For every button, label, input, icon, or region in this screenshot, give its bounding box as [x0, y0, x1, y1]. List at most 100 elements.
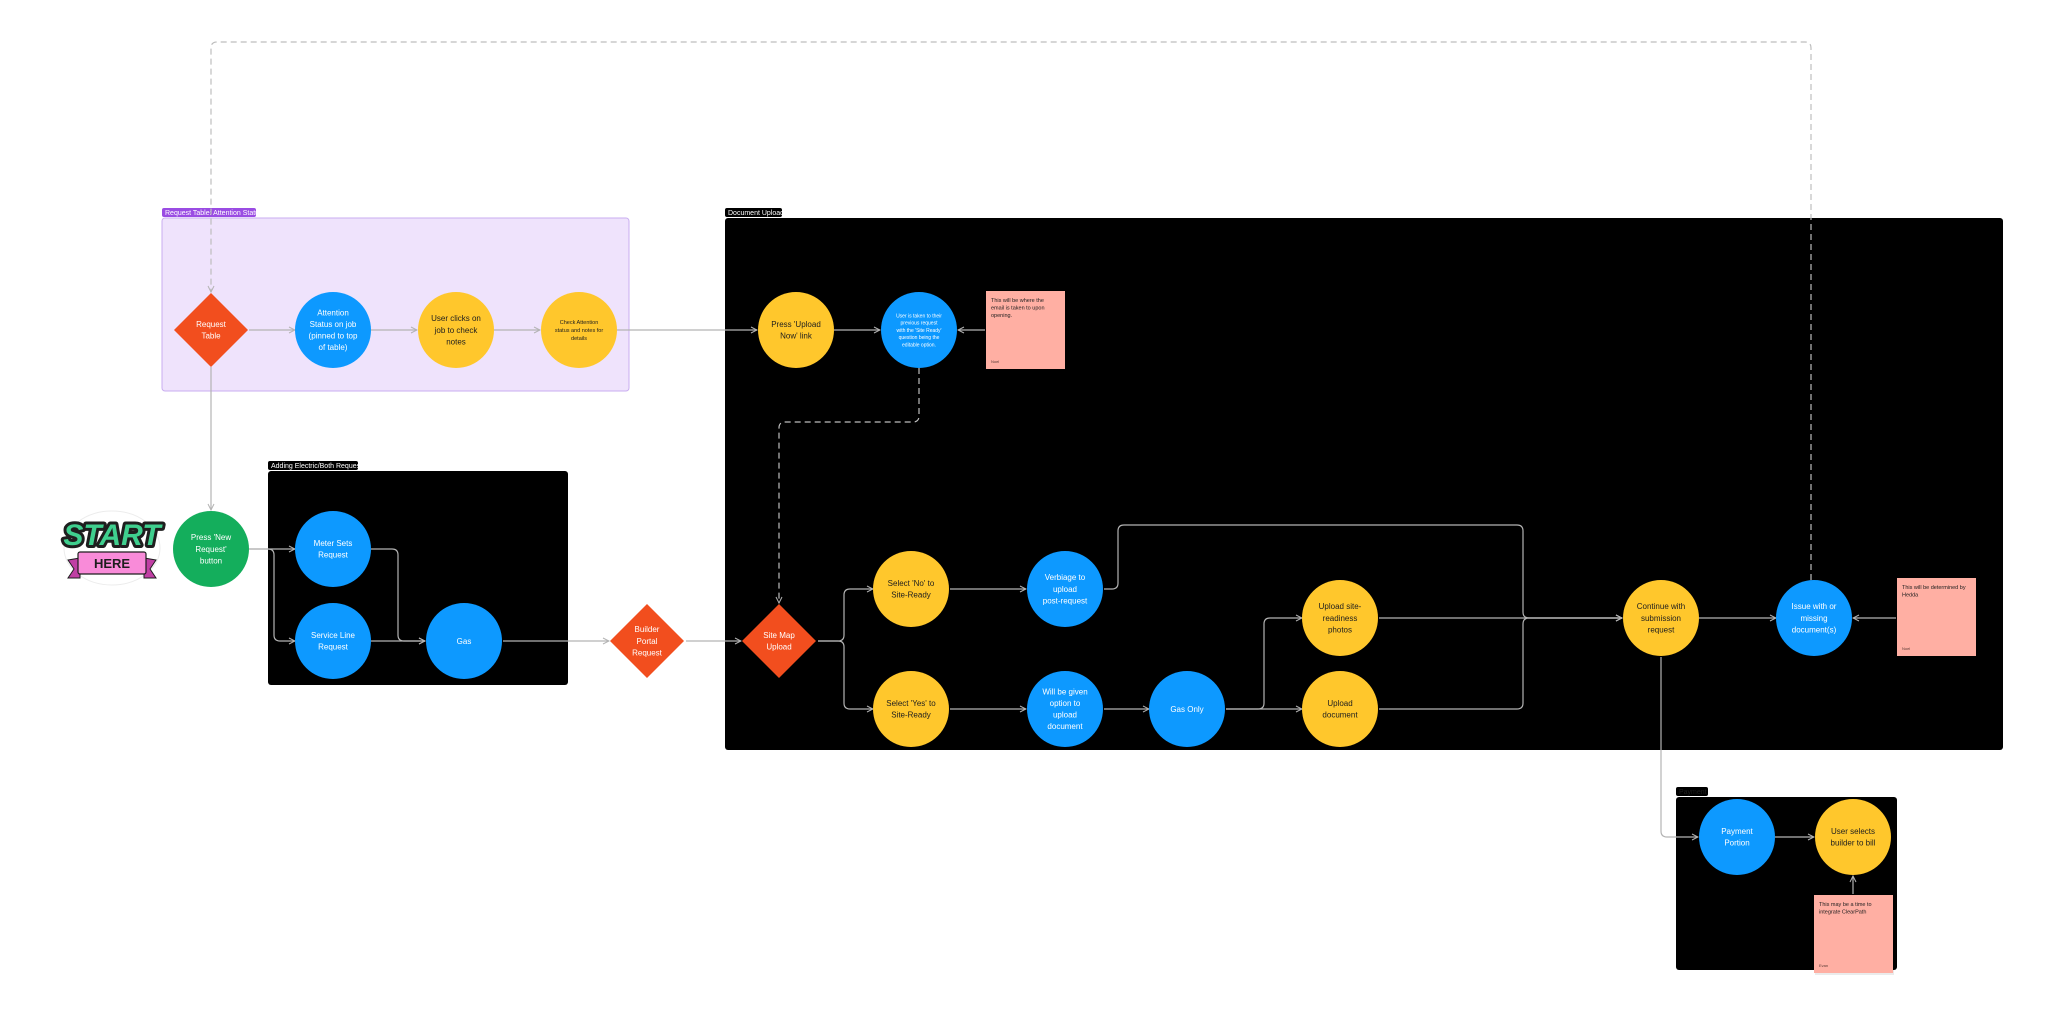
node-label-line: editable option. — [902, 342, 936, 348]
process-circle — [1815, 799, 1891, 875]
node-gas-only[interactable]: Gas Only — [1149, 671, 1225, 747]
node-gas[interactable]: Gas — [426, 603, 502, 679]
section-tag — [162, 208, 256, 217]
node-label-line: builder to bill — [1831, 839, 1876, 848]
node-label-line: Select 'Yes' to — [886, 699, 936, 708]
node-label-line: Upload site- — [1319, 602, 1362, 611]
node-label-line: question being the — [899, 335, 940, 341]
node-label-line: Press 'New — [191, 533, 231, 542]
node-label-line: document — [1047, 722, 1083, 731]
node-label-line: Site-Ready — [891, 591, 931, 600]
node-label-line: Portal — [637, 637, 658, 646]
process-circle — [295, 511, 371, 587]
connector — [1379, 618, 1622, 710]
section-tag — [1676, 787, 1708, 796]
section-request-table: Request Table: Attention Status — [161, 208, 630, 392]
note-text-line: This will be where the — [991, 298, 1044, 304]
note-body — [1897, 578, 1976, 656]
node-label-line: Will be given — [1042, 687, 1087, 696]
node-label-line: readiness — [1323, 614, 1358, 623]
note-text-line: opening. — [991, 313, 1013, 319]
node-label-line: photos — [1328, 625, 1352, 634]
node-label-line: request — [1648, 625, 1675, 634]
node-label-line: Upload — [1327, 699, 1352, 708]
dashed-loop-issue-to-request-table — [211, 41, 1812, 580]
section-label: Request Table: Attention Status — [165, 210, 263, 217]
node-label-line: status and notes for — [555, 328, 603, 334]
process-circle — [1027, 671, 1103, 747]
node-select-no[interactable]: Select 'No' to Site-Ready — [873, 551, 949, 627]
note-body — [986, 291, 1065, 369]
note-author: Noel — [1902, 646, 1910, 651]
process-circle — [873, 551, 949, 627]
process-circle — [1149, 671, 1225, 747]
node-label-line: Status on job — [310, 320, 357, 329]
node-label-line: Continue with — [1637, 602, 1685, 611]
connector — [249, 548, 295, 641]
here-text: HERE — [94, 556, 130, 571]
node-label-line: option to — [1050, 699, 1081, 708]
node-label-line: upload — [1053, 711, 1077, 720]
node-label-line: Gas Only — [1170, 705, 1203, 714]
process-circle — [1623, 580, 1699, 656]
process-circle — [173, 511, 249, 587]
node-label-line: Payment — [1721, 827, 1753, 836]
connector — [1104, 524, 1622, 618]
node-label-line: with the 'Site Ready' — [897, 328, 942, 334]
node-label-line: job to check — [434, 326, 479, 335]
node-label-line: Request — [196, 320, 227, 329]
process-circle — [295, 292, 371, 368]
node-upload-document[interactable]: Upload document — [1302, 671, 1378, 747]
process-circle — [426, 603, 502, 679]
section-label: Payment — [1679, 789, 1707, 796]
node-label-line: Table — [201, 332, 221, 341]
process-circle — [295, 603, 371, 679]
node-label-line: Request — [318, 643, 349, 652]
process-circle — [1776, 580, 1852, 656]
node-label-line: (pinned to top — [309, 332, 358, 341]
node-label-line: previous request — [901, 321, 939, 327]
connector — [818, 640, 873, 709]
section-tag — [268, 461, 358, 470]
node-label-line: document — [1322, 711, 1358, 720]
node-label-line: User clicks on — [431, 314, 481, 323]
dashed-user-taken-to-site-map — [779, 368, 920, 603]
section-label: Document Upload — [728, 210, 784, 217]
note-author: Noel — [991, 359, 999, 364]
node-label-line: Site Map — [763, 631, 795, 640]
node-will-be-given[interactable]: Will be given option to upload document — [1027, 671, 1103, 747]
node-label-line: Attention — [317, 308, 349, 317]
node-label-line: post-request — [1043, 596, 1088, 605]
node-label-line: Select 'No' to — [888, 579, 935, 588]
note-text-line: integrate ClearPath — [1819, 910, 1866, 916]
node-label-line: Verbiage to — [1045, 573, 1086, 582]
start-text: START — [63, 519, 163, 552]
node-label-line: button — [200, 556, 222, 565]
note-text-line: Hedda — [1902, 593, 1919, 599]
node-label-line: missing — [1800, 614, 1827, 623]
process-circle — [881, 292, 957, 368]
node-upload-photos[interactable]: Upload site-readiness photos — [1302, 580, 1378, 656]
node-label-line: Gas — [457, 637, 472, 646]
